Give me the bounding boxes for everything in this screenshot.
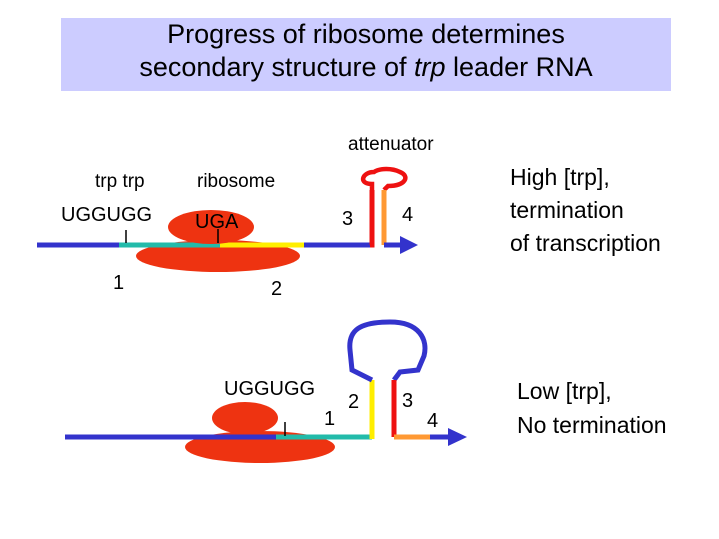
bottom-ribosome-small-subunit: [212, 402, 278, 434]
title-line-2-italic: trp: [414, 52, 446, 82]
top-condition-line-3: of transcription: [510, 230, 661, 256]
top-panel: attenuator trp trp ribosome UGGUGG UGA 1…: [37, 134, 661, 300]
top-region-4-label: 4: [402, 204, 413, 226]
title-banner: Progress of ribosome determines secondar…: [61, 18, 671, 91]
top-condition-line-2: termination: [510, 197, 624, 223]
bottom-condition-line-2: No termination: [517, 412, 667, 438]
top-region-2-label: 2: [271, 278, 282, 300]
top-region-3-label: 3: [342, 208, 353, 230]
top-region-3-stem: [369, 190, 375, 248]
bottom-region-2-label: 2: [348, 391, 359, 413]
top-attenuator-loop: [361, 166, 408, 192]
bottom-antiterminator-loop: [347, 319, 428, 383]
top-codon-sequence: UGGUGG: [61, 204, 152, 226]
bottom-region-4-label: 4: [427, 410, 438, 432]
bottom-panel: UGGUGG 1 2 3 4 Low [trp], No termination: [65, 319, 667, 463]
bottom-region-3-label: 3: [402, 390, 413, 412]
top-ribosome-small-subunit: [168, 210, 254, 244]
title-line-2-suffix: leader RNA: [445, 52, 593, 82]
top-attenuator-label: attenuator: [348, 134, 434, 155]
top-condition-line-1: High [trp],: [510, 164, 610, 190]
top-trp-codons-label: trp trp: [95, 171, 145, 192]
bottom-transcription-arrow: [448, 428, 467, 446]
title-line-2-prefix: secondary structure of: [139, 52, 415, 82]
top-region-1-label: 1: [113, 272, 124, 294]
bottom-codon-sequence: UGGUGG: [224, 378, 315, 400]
bottom-region-1-label: 1: [324, 408, 335, 430]
top-stop-codon: UGA: [195, 211, 239, 233]
top-ribosome-label: ribosome: [197, 171, 275, 192]
title-line-1: Progress of ribosome determines: [167, 19, 565, 49]
top-ribosome-large-subunit: [136, 240, 300, 272]
title-line-2: secondary structure of trp leader RNA: [61, 51, 671, 84]
bottom-condition-line-1: Low [trp],: [517, 378, 612, 404]
top-transcription-arrow: [400, 236, 418, 254]
